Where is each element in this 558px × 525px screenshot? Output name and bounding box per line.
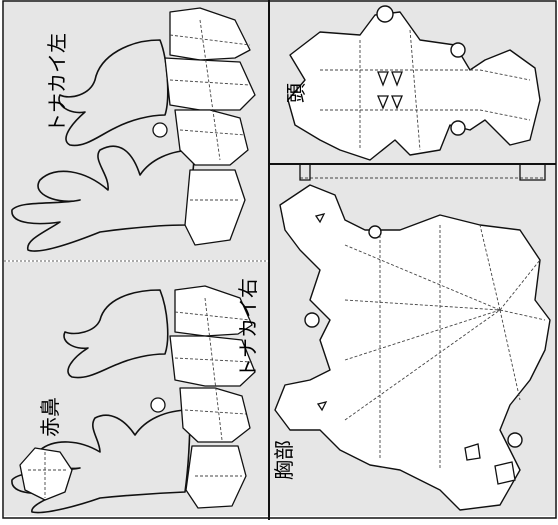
- label-head: 頭: [284, 83, 308, 103]
- chest-top-tab: [299, 165, 546, 181]
- antler-left-tabs: [152, 7, 256, 246]
- red-nose-folds: [28, 452, 68, 498]
- red-nose-piece: [19, 447, 73, 501]
- label-chest: 胸部: [272, 440, 296, 480]
- chest-piece: [274, 184, 551, 511]
- antler-right-folds: [174, 297, 253, 477]
- chest-folds: [300, 177, 546, 470]
- label-antler-right: トナカイ右: [236, 278, 260, 378]
- antler-right-tabs: [150, 285, 256, 509]
- chest-eyes: [314, 213, 516, 485]
- head-piece: [287, 5, 541, 161]
- label-antler-left: トナカイ左: [45, 33, 69, 133]
- label-red-nose: 赤鼻: [38, 397, 62, 437]
- head-folds: [320, 29, 531, 151]
- head-teeth: [377, 71, 403, 110]
- antler-left-folds: [169, 19, 251, 201]
- antler-left-piece: [11, 39, 196, 252]
